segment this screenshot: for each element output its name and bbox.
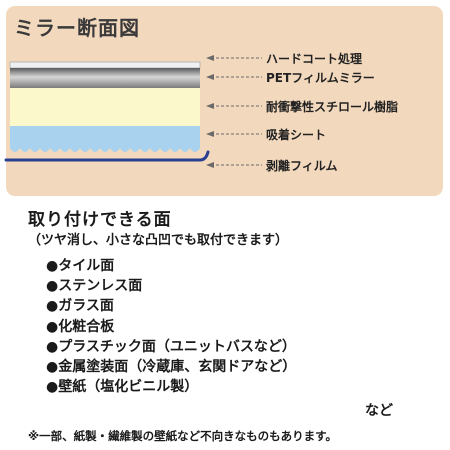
leader-arrow-resin xyxy=(206,103,214,109)
mountable-surfaces-title: 取り付けできる面 xyxy=(28,210,172,230)
diagram-title: ミラー断面図 xyxy=(14,16,140,40)
layer-label-pet-mirror: PETフィルムミラー xyxy=(266,71,375,85)
leader-arrow-release-film xyxy=(206,162,214,168)
pet-film-mirror-layer xyxy=(10,68,200,88)
polystyrene-resin-layer xyxy=(10,88,200,126)
layer-label-release-film: 剥離フィルム xyxy=(266,159,338,173)
layer-label-suction-sheet: 吸着シート xyxy=(266,128,327,142)
list-item: ●化粧合板 xyxy=(46,318,115,335)
etc-text: など xyxy=(365,403,393,419)
release-film-layer xyxy=(4,150,210,162)
list-item: ●プラスチック面（ユニットバスなど） xyxy=(46,338,296,355)
layer-label-hard-coat: ハードコート処理 xyxy=(266,52,363,66)
mountable-surfaces-subtitle: （ツヤ消し、小さな凸凹でも取付できます） xyxy=(28,233,289,248)
leader-arrow-pet-mirror xyxy=(206,74,214,80)
mirror-cross-section xyxy=(4,55,262,168)
leader-arrow-hard-coat xyxy=(206,55,214,61)
list-item: ●タイル面 xyxy=(46,258,115,274)
list-item: ●壁紙（塩化ビニル製） xyxy=(46,379,199,396)
layer-label-resin: 耐衝撃性スチロール樹脂 xyxy=(266,100,399,114)
hard-coat-layer xyxy=(9,61,201,69)
suction-sheet-layer xyxy=(10,126,200,152)
leader-arrow-suction-sheet xyxy=(206,131,214,137)
footnote: ※一部、紙製・繊維製の壁紙など不向きなものもあります。 xyxy=(28,429,338,443)
surface-list: ●タイル面 ●ステンレス面 ●ガラス面 ●化粧合板 ●プラスチック面（ユニットバ… xyxy=(46,256,296,397)
list-item: ●ガラス面 xyxy=(46,298,114,315)
list-item: ●ステンレス面 xyxy=(46,278,143,295)
list-item: ●金属塗装面（冷蔵庫、玄関ドアなど） xyxy=(46,359,297,376)
